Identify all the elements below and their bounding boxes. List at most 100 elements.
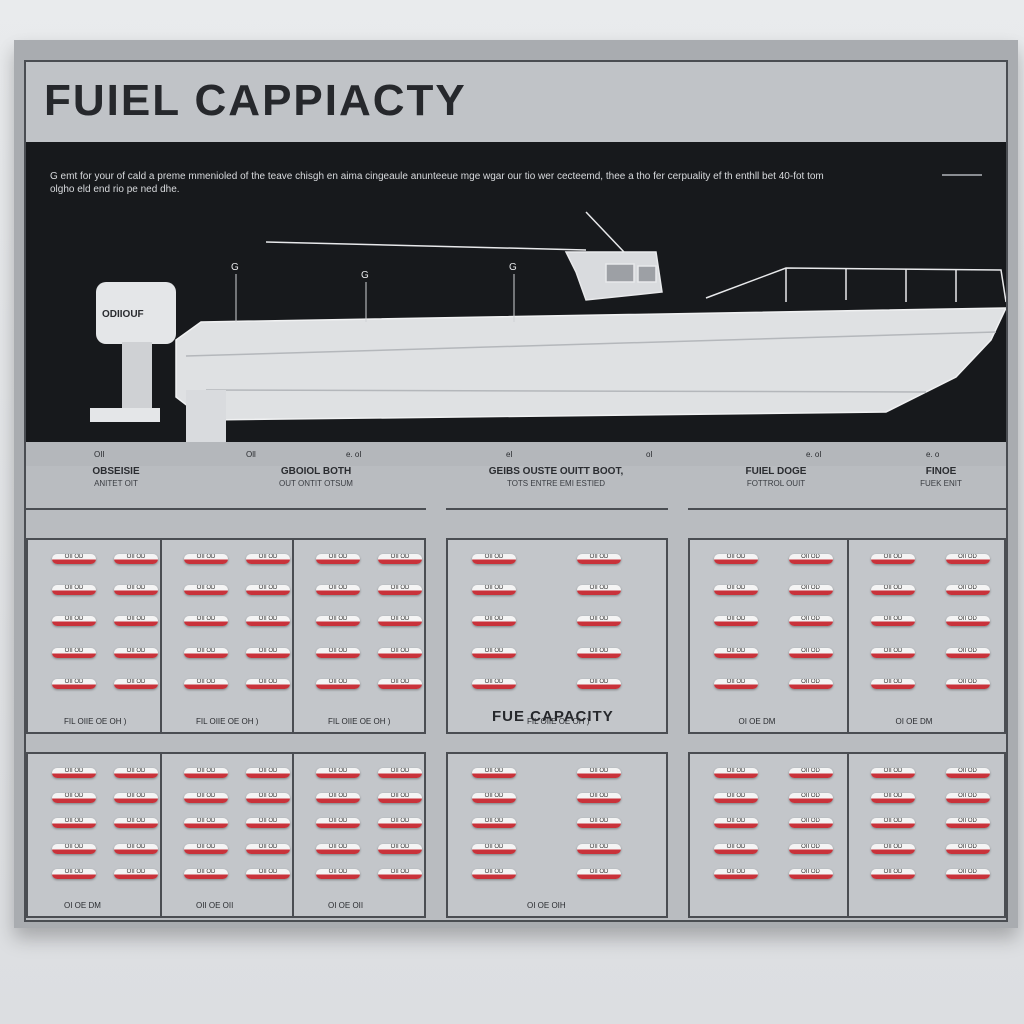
capacity-tag: OII OD [378,843,422,854]
outboard-engine-icon [90,282,226,442]
axis-strip: OII Oll e. oI eI oI e. oI e. o [26,442,1006,466]
board-inner: FUIEL CAPPIACTY G emt for your of cald a… [24,60,1008,922]
bow-rail [705,267,1006,303]
capacity-tag: OII OD [714,585,758,596]
axis-tick: oI [646,450,653,459]
capacity-tag: OII OD [184,585,228,596]
panel-divider [160,540,162,732]
axis-tick: e. oI [806,450,822,459]
capacity-tag: OII OD [577,868,621,879]
capacity-tag: OII OD [184,843,228,854]
capacity-tag: OII OD [246,793,290,804]
capacity-tag: OII OD [378,585,422,596]
capacity-tag: OII OD [246,616,290,627]
panel-footer: FIL OIIE OE OH ) [328,717,391,726]
marker-label: G [509,262,517,273]
capacity-tag: OII OD [246,818,290,829]
cabin-window-2 [637,265,657,283]
capacity-tag: OII OD [378,554,422,564]
marker-label: G [361,270,369,281]
capacity-tag: OII OD [114,647,158,658]
capacity-tag: OII OD [714,678,758,689]
panel-footer: OI OE DM [64,901,101,910]
capacity-panel: OII OD OII OD OII OD OII OD OII OD OII OD OII … [26,752,426,918]
capacity-tag: OII OD [52,616,96,627]
axis-tick: Oll [246,450,256,459]
capacity-tag: OII OD [714,616,758,627]
capacity-tag: OII OD [52,843,96,854]
capacity-tag: OII OD [316,616,360,627]
capacity-tag: OII OD [714,768,758,778]
boat-diagram: G emt for your of cald a preme mmenioled… [26,142,1006,442]
title-band: FUIEL CAPPIACTY [26,62,1006,145]
hull-chine [205,389,927,393]
section-title: FUIEL DOGE [745,466,807,477]
capacity-tag: OII OD [714,793,758,804]
capacity-tag: OII OD [714,868,758,879]
capacity-tag: OII OD [246,678,290,689]
panel-footer: FIL OIIE OE OH ) [527,717,590,726]
capacity-tag: OII OD [871,647,915,658]
capacity-tag: OII OD [472,616,516,627]
boat-icon [175,211,1006,421]
engine-label: ODIIOUF [102,309,144,320]
capacity-tag: OII OD [184,868,228,879]
capacity-tag: OII OD [871,868,915,879]
capacity-tag: OII OD [184,554,228,564]
hero-description: G emt for your of cald a preme mmenioled… [50,171,824,195]
capacity-tag: OII OD [246,647,290,658]
capacity-tag: OII OD [472,843,516,854]
capacity-tag: OII OD [184,818,228,829]
header-rule [446,508,668,518]
capacity-tag: OII OD [714,818,758,829]
capacity-tag: OII OD [184,616,228,627]
capacity-tag: OII OD [871,768,915,778]
panel-footer: FIL OIIE OE OH ) [64,717,127,726]
capacity-tag: OII OD [871,554,915,564]
capacity-tag: OII OD [577,818,621,829]
capacity-tag: OII OD [316,843,360,854]
capacity-tag: OII OD [714,843,758,854]
capacity-tag: OII OD [114,793,158,804]
capacity-tag: OII OD [472,554,516,564]
capacity-tag: OII OD [788,616,833,627]
capacity-tag: OII OD [945,868,990,879]
capacity-tag: OII OD [246,843,290,854]
capacity-tag: OII OD [114,554,158,564]
section-header: OBSEISIE ANITET OIT [56,466,176,490]
capacity-tag: OII OD [378,818,422,829]
axis-tick: e. o [926,450,940,459]
capacity-tag: OII OD [472,678,516,689]
hull-stripe [185,331,997,357]
capacity-tag: OII OD [114,768,158,778]
panel-divider [292,754,294,916]
capacity-tag: OII OD [577,585,621,596]
antenna-line [585,211,625,253]
capacity-tag: OII OD [316,585,360,596]
capacity-tag: OII OD [52,793,96,804]
section-title: FINOE [925,466,957,477]
panel-footer: FIL OIIE OE OH ) [196,717,259,726]
capacity-tag: OII OD [577,616,621,627]
capacity-panel: OII OD OII OD OII OD OII OD OII OD OII OD OII … [688,538,1006,734]
panel-footer: OI OE OIH [527,901,566,910]
section-title: GEIBS OUSTE OUITT BOOT, [488,466,624,477]
capacity-tag: OII OD [316,818,360,829]
axis-tick: eI [506,450,513,459]
outrigger-line [265,241,587,251]
capacity-tag: OII OD [114,868,158,879]
capacity-tag: OII OD [184,768,228,778]
capacity-tag: OII OD [316,768,360,778]
capacity-tag: OII OD [316,554,360,564]
section-header: FINOE FUEK ENIT [896,466,986,490]
marker-label: G [231,262,239,273]
capacity-tag: OII OD [871,585,915,596]
panel-footer: OII OE OII [196,901,234,910]
capacity-tag: OII OD [945,843,990,854]
panel-divider [292,540,294,732]
capacity-tag: OII OD [246,868,290,879]
capacity-tag: OII OD [184,647,228,658]
capacity-tag: OII OD [945,768,990,778]
capacity-tag: OII OD [472,768,516,778]
